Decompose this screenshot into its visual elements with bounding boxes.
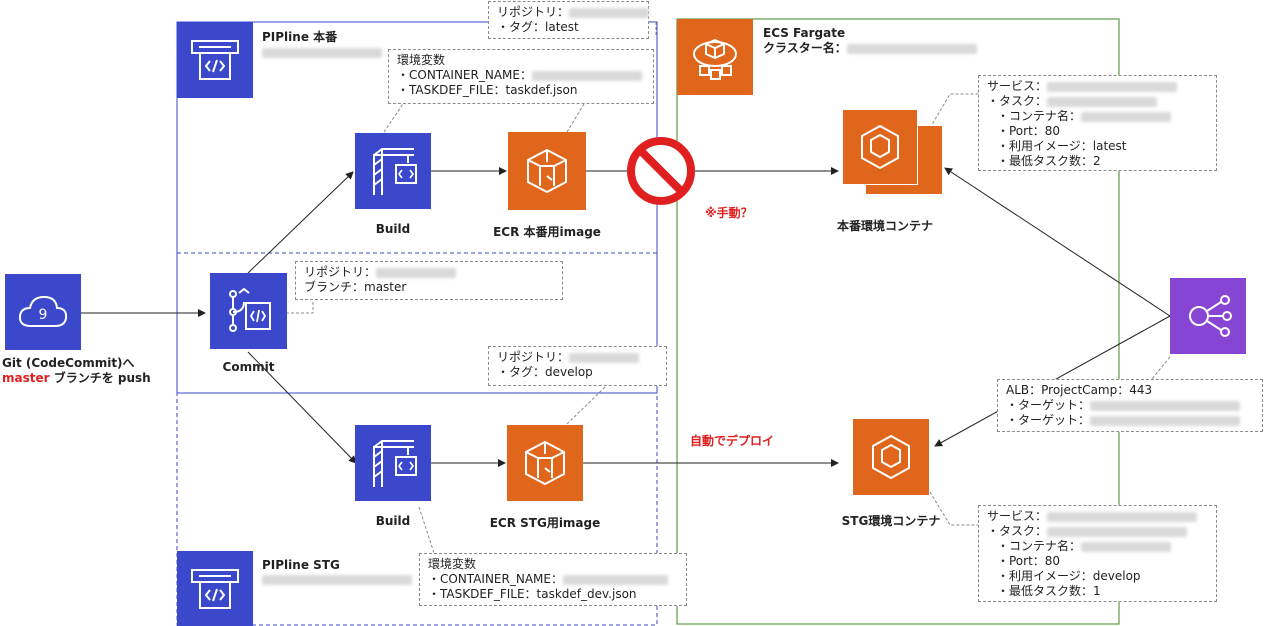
prohibited-icon xyxy=(627,137,695,205)
note-service-prod: サービス： ・タスク： ・コンテナ名： ・Port：80 ・利用イメージ：lat… xyxy=(978,75,1217,171)
container-prod-label: 本番環境コンテナ xyxy=(836,219,933,233)
svg-text:9: 9 xyxy=(39,307,48,323)
leader-repo-develop xyxy=(566,385,607,425)
note-commit-info: リポジトリ： ブランチ：master xyxy=(295,261,563,300)
manual-note: ※手動？ xyxy=(705,206,753,220)
codepipeline-icon xyxy=(177,22,253,98)
edge-alb-container-prod xyxy=(944,167,1171,317)
codepipeline-icon xyxy=(177,551,253,626)
codecommit-icon: 9 xyxy=(5,274,81,350)
note-alb: ALB：ProjectCamp：443 ・ターゲット： ・ターゲット： xyxy=(997,379,1263,432)
fargate-cluster-icon xyxy=(677,19,753,95)
git-label: Git (CodeCommit)へ master ブランチを push xyxy=(2,356,151,385)
leader-alb xyxy=(1150,356,1171,381)
note-env-prod: 環境変数 ・CONTAINER_NAME： ・TASKDEF_FILE：task… xyxy=(388,49,654,104)
leader-env-prod xyxy=(383,103,404,133)
ecr-image-icon xyxy=(507,425,583,501)
note-repo-tag-develop: リポジトリ： ・タグ：develop xyxy=(488,346,667,386)
ecs-container-icon xyxy=(853,419,929,495)
ecs-title: ECS Fargate クラスター名： xyxy=(763,26,977,56)
pipeline-stg-frame xyxy=(176,252,658,626)
leader-env-stg xyxy=(418,506,435,554)
build-prod-label: Build xyxy=(375,222,411,236)
commit-label: Commit xyxy=(222,360,275,374)
container-stg-label: STG環境コンテナ xyxy=(841,514,941,528)
ecs-frame xyxy=(676,18,1120,625)
edge-commit-build-stg xyxy=(247,351,357,464)
note-env-stg: 環境変数 ・CONTAINER_NAME： ・TASKDEF_FILE：task… xyxy=(419,553,687,606)
edge-commit-build-prod xyxy=(247,171,354,274)
codebuild-crane-icon xyxy=(355,133,431,209)
leader-repo-tag-latest xyxy=(566,103,585,133)
auto-deploy-note: 自動でデプロイ xyxy=(690,434,775,448)
leader-service-stg xyxy=(929,491,978,526)
ecr-image-icon xyxy=(508,132,586,210)
build-stg-label: Build xyxy=(375,514,411,528)
ecr-prod-label: ECR 本番用image xyxy=(493,225,601,239)
pipeline-prod-title: PIPline 本番 xyxy=(262,28,382,59)
note-repo-tag-latest: リポジトリ： ・タグ：latest xyxy=(488,1,650,39)
load-balancer-icon xyxy=(1170,278,1246,354)
leader-commit-info xyxy=(286,300,314,314)
ecr-stg-label: ECR STG用image xyxy=(489,516,601,530)
pipeline-prod-frame xyxy=(176,21,658,394)
ecs-container-icon xyxy=(842,109,918,185)
leader-service-prod xyxy=(929,93,978,129)
pipeline-stg-title: PIPline STG xyxy=(262,558,412,586)
note-service-stg: サービス： ・タスク： ・コンテナ名： ・Port：80 ・利用イメージ：dev… xyxy=(978,505,1217,602)
commit-branch-icon xyxy=(210,273,287,349)
codebuild-crane-icon xyxy=(355,425,431,501)
